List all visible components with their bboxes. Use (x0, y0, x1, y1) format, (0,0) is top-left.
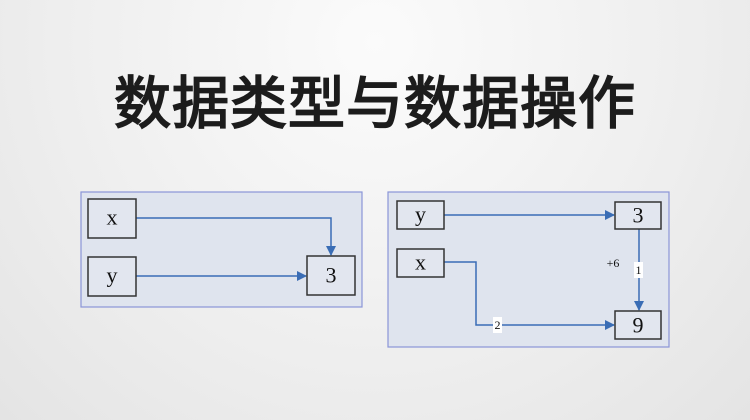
node-three (614, 201, 662, 230)
arrow-x-to-3 (136, 217, 336, 256)
node-x (396, 248, 445, 278)
node-y-label: y (107, 263, 118, 288)
node-nine (614, 310, 662, 340)
node-result-label: 3 (326, 263, 337, 288)
node-x (87, 198, 137, 239)
node-y-label: y (415, 202, 426, 227)
edge-label-plus: +6 (607, 256, 620, 270)
node-x-label: x (107, 205, 118, 230)
diagram-left: x y 3 (80, 191, 363, 308)
node-x-label: x (415, 250, 426, 275)
node-nine-label: 9 (633, 313, 644, 338)
node-three-label: 3 (633, 203, 644, 228)
edge-label-two: 2 (495, 318, 501, 332)
edge-label-bg (493, 317, 502, 333)
arrow-x-to-9 (444, 261, 615, 330)
node-result (306, 255, 356, 296)
page-title: 数据类型与数据操作 (114, 71, 636, 137)
edge-label-one: 1 (636, 263, 642, 277)
node-y (396, 200, 445, 230)
node-y (87, 256, 137, 297)
diagram-right: 1 +6 2 y x 3 9 (387, 191, 670, 348)
edge-label-bg (634, 262, 643, 278)
